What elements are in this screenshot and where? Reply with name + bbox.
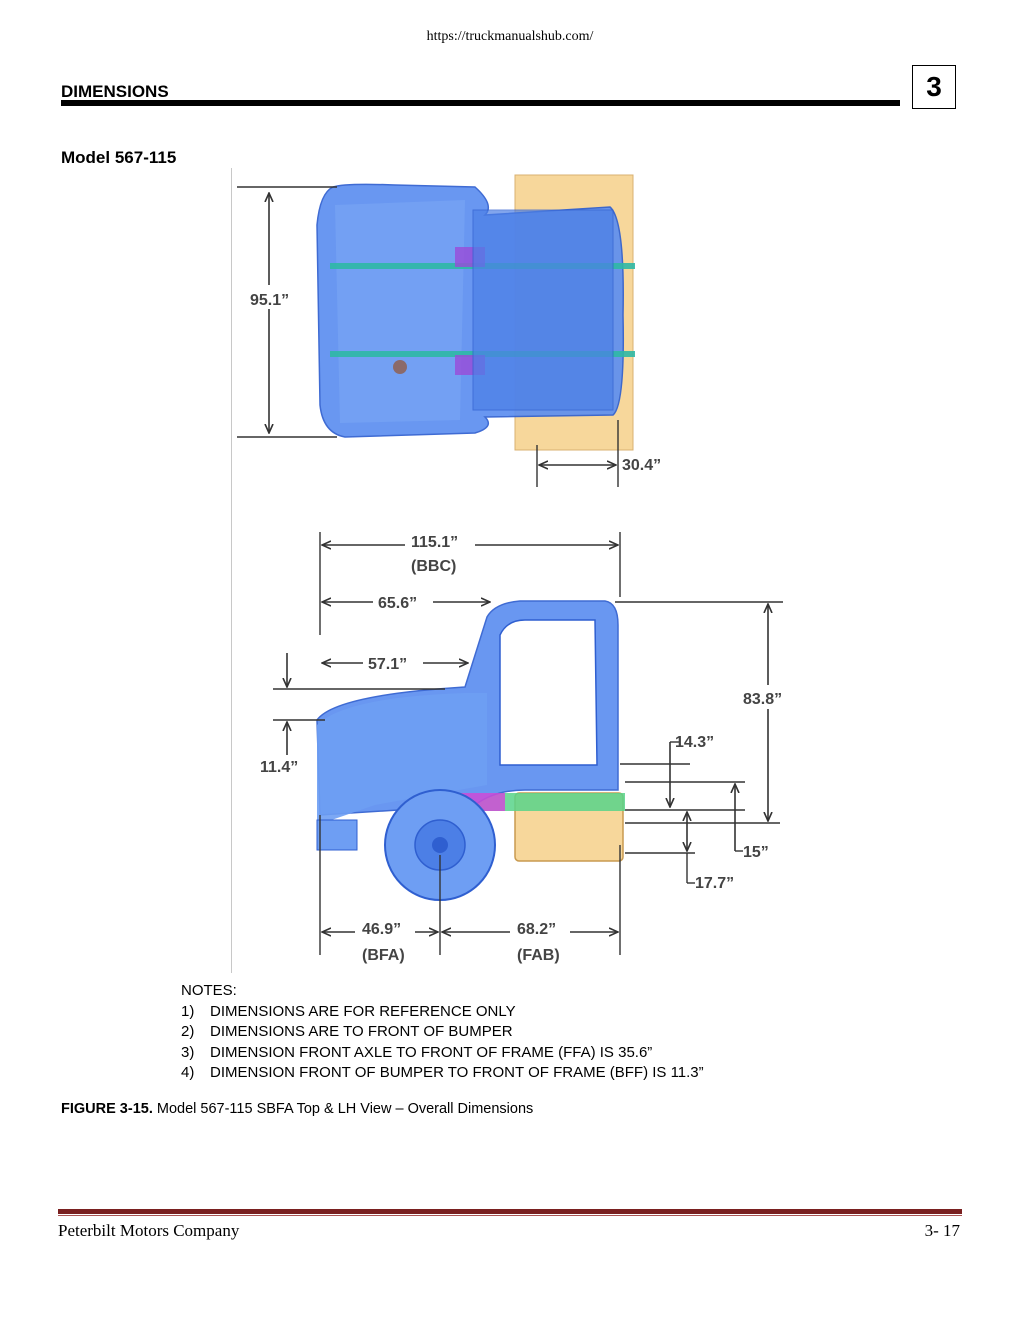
section-rule — [61, 100, 900, 106]
note-text: DIMENSION FRONT AXLE TO FRONT OF FRAME (… — [210, 1043, 653, 1061]
note-number: 1) — [181, 1002, 195, 1020]
dim-label-68-2: 68.2” — [517, 921, 556, 938]
note-item: 1) DIMENSIONS ARE FOR REFERENCE ONLY — [181, 1002, 704, 1023]
notes-heading: NOTES: — [181, 982, 237, 999]
note-text: DIMENSIONS ARE TO FRONT OF BUMPER — [210, 1023, 513, 1040]
dim-label-bbc: (BBC) — [411, 558, 456, 575]
dim-label-95-1: 95.1” — [250, 292, 289, 309]
dim-label-115-1: 115.1” — [411, 534, 458, 551]
notes-block: NOTES: 1) DIMENSIONS ARE FOR REFERENCE O… — [181, 981, 704, 1084]
dim-label-83-8: 83.8” — [743, 691, 782, 708]
dimension-drawing: 95.1” 30.4” 115.1” (BBC) 65.6” 57.1” — [237, 174, 795, 967]
figure-caption-text: Model 567-115 SBFA Top & LH View – Overa… — [152, 1101, 534, 1117]
source-url[interactable]: https://truckmanualshub.com/ — [426, 29, 594, 44]
dim-label-11-4: 11.4” — [260, 759, 298, 776]
dim-label-bfa: (BFA) — [362, 947, 405, 964]
note-text: DIMENSIONS ARE FOR REFERENCE ONLY — [210, 1002, 516, 1020]
section-title: DIMENSIONS — [61, 82, 169, 101]
figure-divider — [231, 168, 232, 973]
note-item: 2) DIMENSIONS ARE TO FRONT OF BUMPER — [181, 1022, 704, 1043]
dim-label-30-4: 30.4” — [622, 457, 661, 474]
note-item: 3) DIMENSION FRONT AXLE TO FRONT OF FRAM… — [181, 1043, 704, 1064]
bumper — [316, 819, 358, 851]
dim-label-17-7: 17.7” — [695, 875, 734, 892]
side-view: 115.1” (BBC) 65.6” 57.1” 11.4” 83.8” 14.… — [260, 527, 795, 967]
dim-label-46-9: 46.9” — [362, 921, 401, 938]
cab-window — [472, 209, 614, 411]
note-text: DIMENSION FRONT OF BUMPER TO FRONT OF FR… — [210, 1064, 704, 1081]
dim-label-57-1: 57.1” — [368, 656, 407, 673]
note-number: 2) — [181, 1023, 195, 1040]
dim-label-15: 15” — [743, 844, 769, 861]
hood-shading — [335, 200, 465, 423]
dim-label-65-6: 65.6” — [378, 595, 417, 612]
note-number: 3) — [181, 1043, 195, 1061]
steering-hub — [393, 360, 407, 374]
footer-rule — [58, 1209, 962, 1214]
dim-label-14-3: 14.3” — [675, 734, 714, 751]
footer-company: Peterbilt Motors Company — [58, 1221, 240, 1240]
footer-rule-thin — [58, 1215, 962, 1216]
figure-caption-label: FIGURE 3-15. — [61, 1101, 153, 1117]
dim-label-fab: (FAB) — [517, 947, 560, 964]
model-title: Model 567-115 — [61, 148, 177, 167]
top-view: 95.1” 30.4” — [237, 174, 661, 487]
note-number: 4) — [181, 1064, 195, 1081]
cab-window-side — [499, 619, 598, 766]
page-number: 3- 17 — [924, 1221, 960, 1240]
figure-caption: FIGURE 3-15. Model 567-115 SBFA Top & LH… — [61, 1101, 533, 1117]
chapter-number: 3 — [912, 65, 956, 109]
note-item: 4) DIMENSION FRONT OF BUMPER TO FRONT OF… — [181, 1063, 704, 1084]
